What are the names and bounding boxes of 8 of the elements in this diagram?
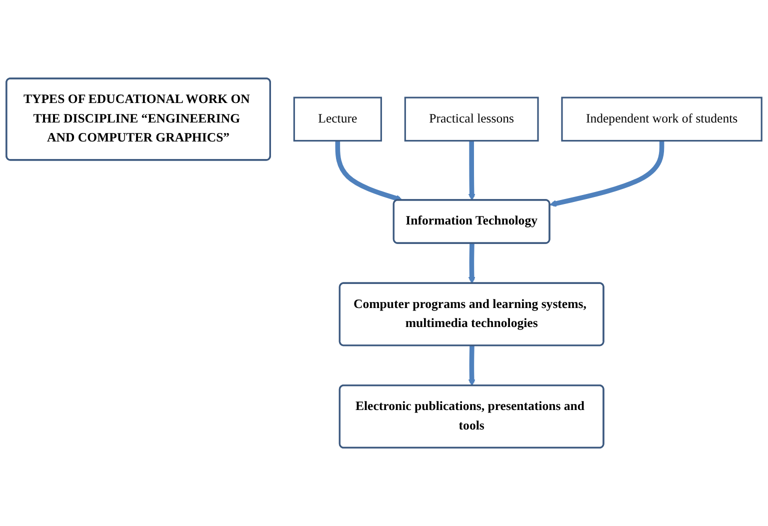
node-box: Independent work of students [561,96,762,142]
arrow [468,243,476,284]
arrow [550,140,664,207]
arrow [468,140,476,201]
arrow [335,140,403,202]
node-box: Practical lessons [404,96,539,142]
node-box: Lecture [293,96,382,142]
arrow [468,346,476,386]
